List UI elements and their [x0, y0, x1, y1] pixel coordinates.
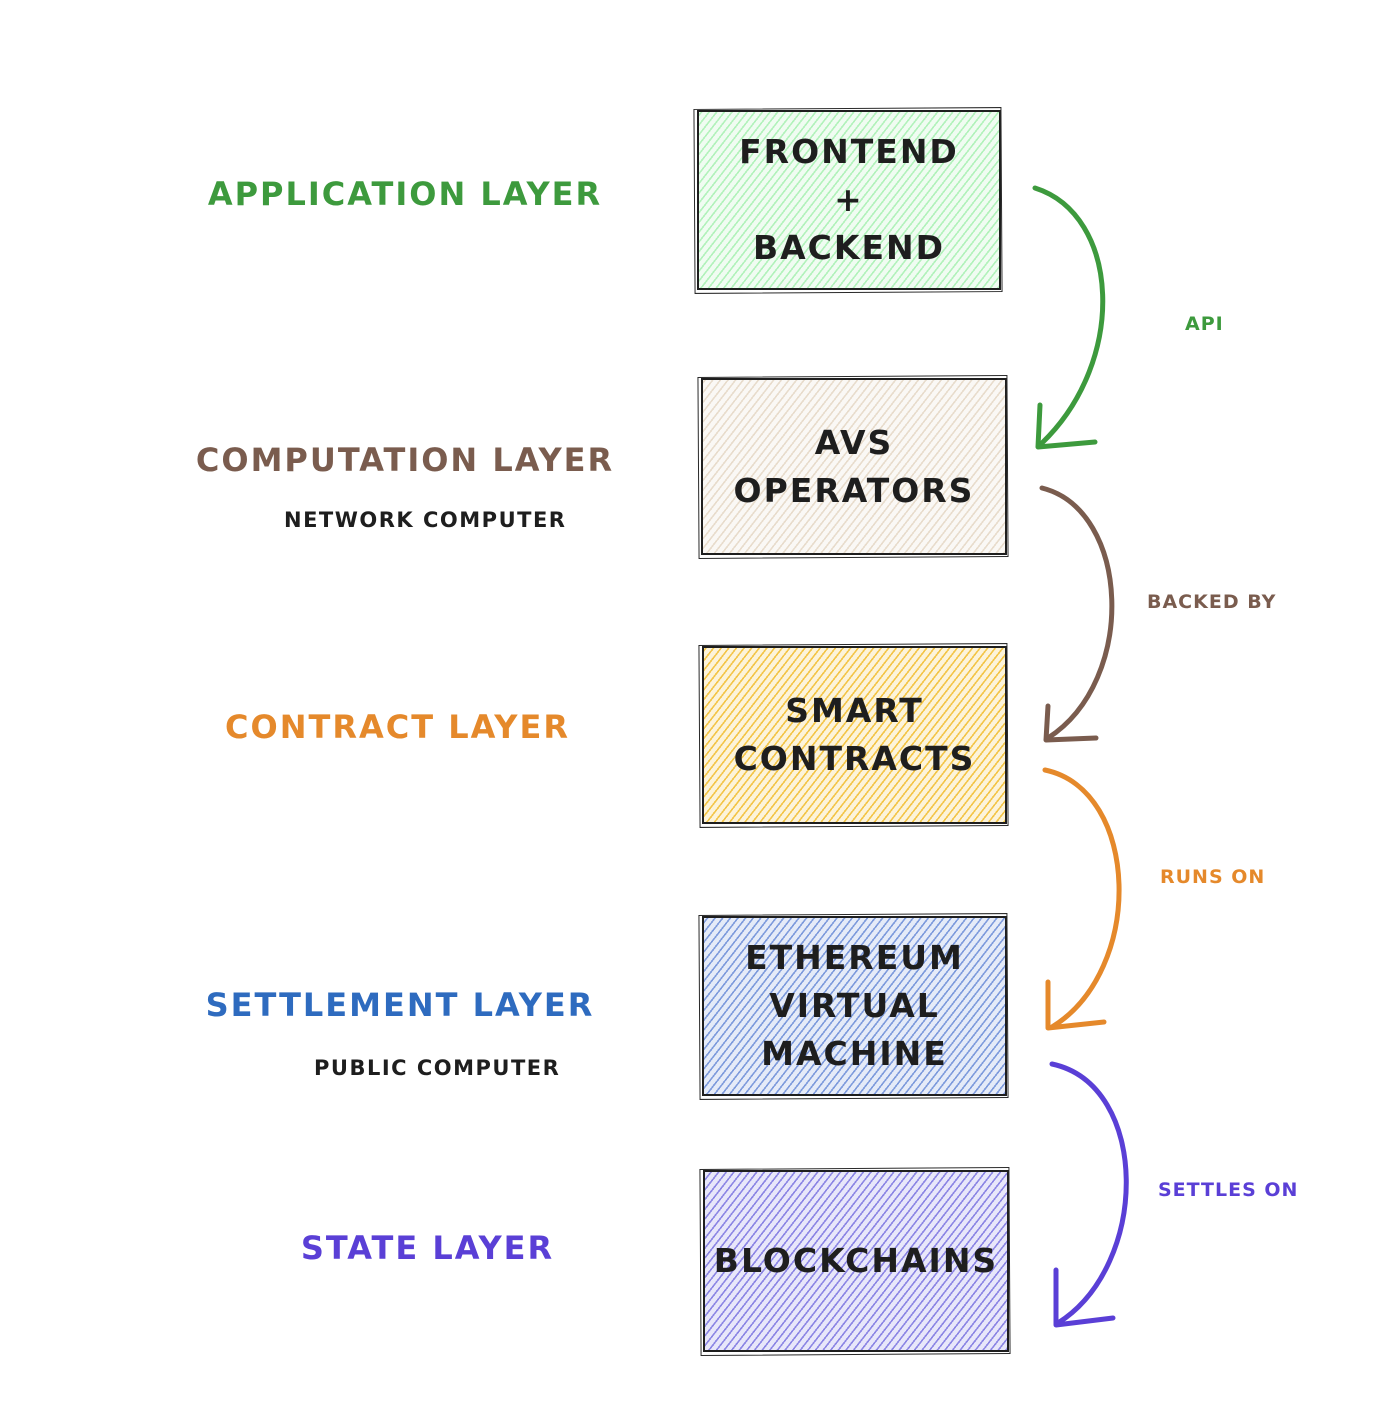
smart-contracts-box: SMART CONTRACTS: [702, 646, 1007, 824]
box-line: CONTRACTS: [733, 739, 976, 778]
box-line: MACHINE: [761, 1034, 948, 1073]
state-layer-label: STATE LAYER: [300, 1229, 555, 1267]
runs-on-arrow: [1042, 767, 1122, 1030]
settles-on-arrowhead: [1053, 1267, 1116, 1328]
settlement-layer-label: SETTLEMENT LAYER: [205, 986, 595, 1024]
api-arrowhead: [1035, 402, 1098, 450]
network-computer-label: NETWORK COMPUTER: [284, 508, 567, 532]
settles-on-label: SETTLES ON: [1158, 1179, 1299, 1201]
contract-layer-label: CONTRACT LAYER: [225, 708, 570, 746]
avs-operators-box: AVS OPERATORS: [701, 378, 1007, 555]
box-line: VIRTUAL: [769, 986, 940, 1025]
runs-on-arrowhead: [1045, 979, 1107, 1031]
settles-on-arrow: [1049, 1061, 1129, 1326]
frontend-backend-box: FRONTEND + BACKEND: [697, 110, 1001, 290]
box-line: BLOCKCHAINS: [713, 1241, 999, 1280]
box-line: BACKEND: [752, 228, 946, 267]
runs-on-label: RUNS ON: [1160, 866, 1266, 888]
box-line: AVS: [814, 422, 894, 462]
box-line: FRONTEND: [739, 132, 959, 171]
public-computer-label: PUBLIC COMPUTER: [314, 1056, 561, 1080]
blockchains-box: BLOCKCHAINS: [703, 1170, 1009, 1352]
api-arrow: [1032, 185, 1106, 446]
box-line: OPERATORS: [733, 470, 975, 510]
box-line: ETHEREUM: [745, 938, 964, 977]
application-layer-label: APPLICATION LAYER: [207, 175, 603, 213]
box-line: SMART: [785, 691, 924, 730]
backed-by-arrow: [1039, 485, 1115, 741]
ethereum-virtual-machine-box: ETHEREUM VIRTUAL MACHINE: [702, 916, 1007, 1096]
backed-by-arrowhead: [1043, 703, 1099, 743]
computation-layer-label: COMPUTATION LAYER: [195, 441, 615, 479]
api-label: API: [1185, 313, 1224, 335]
box-line: +: [834, 180, 864, 219]
backed-by-label: BACKED BY: [1147, 591, 1277, 613]
